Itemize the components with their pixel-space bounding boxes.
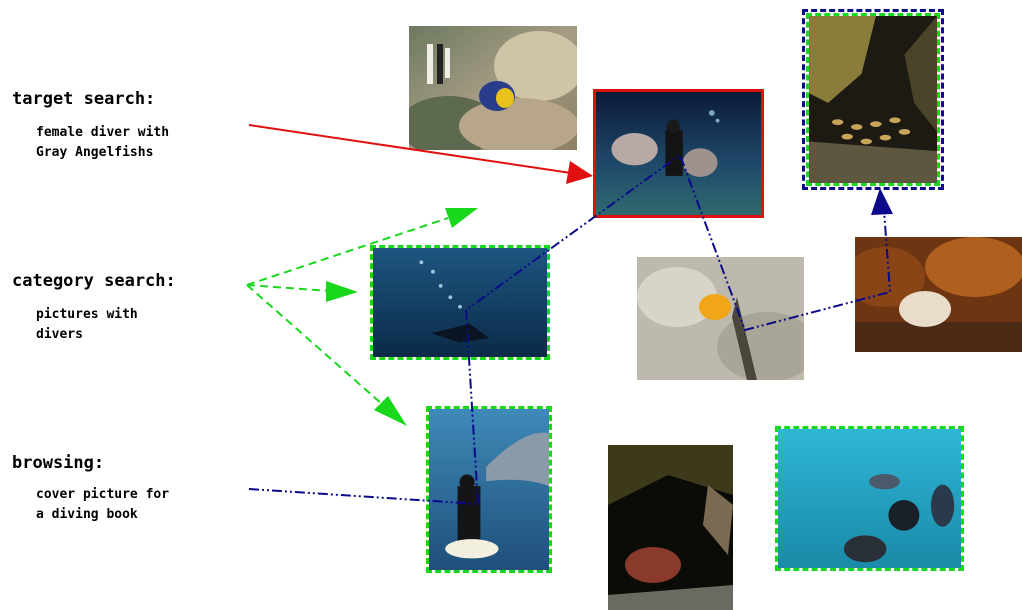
hermit-shell-image (855, 237, 1022, 352)
target-search-arrowhead (566, 161, 593, 184)
browsing-heading: browsing: (12, 453, 104, 473)
category-search-description: pictures with divers (36, 305, 138, 345)
category-arrow-down (247, 285, 382, 404)
photo-yellow-fish-reef[interactable] (637, 257, 804, 380)
target-search-line1: female diver with (36, 123, 169, 143)
photo-diver-bubbles[interactable] (370, 245, 550, 360)
target-search-line2: Gray Angelfishs (36, 143, 169, 163)
diver-gray-angelfish-image (596, 92, 761, 215)
photo-grouper-coral[interactable] (608, 445, 733, 610)
photo-hermit-shell[interactable] (855, 237, 1022, 352)
category-arrow-mid (247, 285, 330, 291)
browsing-line1: cover picture for (36, 485, 169, 505)
category-arrowhead-down (374, 396, 407, 426)
target-search-description: female diver with Gray Angelfishs (36, 123, 169, 163)
category-arrowhead-mid (326, 281, 358, 302)
category-search-line2: divers (36, 325, 138, 345)
target-search-heading: target search: (12, 89, 155, 109)
photo-diver-dolphin[interactable] (426, 406, 552, 573)
photo-reef-angelfish[interactable] (409, 26, 577, 150)
category-arrowhead-up (445, 208, 478, 228)
cave-fish-school-image (809, 16, 937, 183)
photo-diver-gray-angelfish[interactable] (593, 89, 764, 218)
grouper-coral-image (608, 445, 733, 610)
diver-dolphin-image (429, 409, 549, 570)
browsing-line2: a diving book (36, 505, 169, 525)
category-search-line1: pictures with (36, 305, 138, 325)
category-search-heading: category search: (12, 271, 176, 291)
diver-fish-blue-image (778, 429, 961, 568)
diver-bubbles-image (373, 248, 547, 357)
photo-diver-fish-blue[interactable] (775, 426, 964, 571)
yellow-fish-reef-image (637, 257, 804, 380)
browse-arrowhead (871, 188, 893, 215)
reef-angelfish-image (409, 26, 577, 150)
photo-cave-fish-school[interactable] (806, 13, 940, 186)
browsing-description: cover picture for a diving book (36, 485, 169, 525)
